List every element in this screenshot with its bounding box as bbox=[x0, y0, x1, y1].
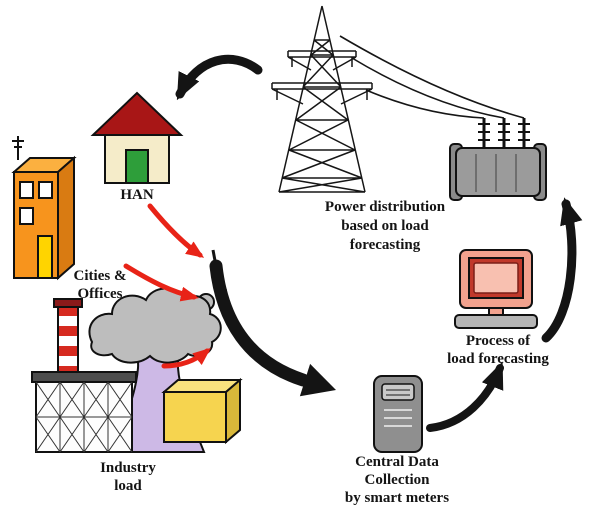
antenna-icon bbox=[12, 136, 24, 160]
factory-icon bbox=[31, 285, 243, 453]
arrow-tower-to-han bbox=[175, 54, 263, 101]
transmission-tower-icon bbox=[271, 5, 525, 193]
red-arrow-cities bbox=[123, 263, 199, 302]
cities-offices-line1: Cities & bbox=[74, 268, 127, 284]
arrow-loads-to-meter bbox=[209, 259, 336, 397]
office-building-icon bbox=[11, 136, 77, 281]
central-data-label: Central Data Collection by smart meters bbox=[345, 454, 449, 506]
transformer-body bbox=[455, 147, 541, 197]
crate-icon bbox=[161, 377, 243, 445]
smart-meter-icon bbox=[373, 375, 423, 453]
transformer-icon bbox=[449, 118, 547, 201]
house-icon bbox=[90, 91, 184, 184]
process-forecasting-label: Process of load forecasting bbox=[447, 333, 549, 367]
building-door bbox=[37, 235, 53, 279]
process-line1: Process of bbox=[466, 333, 531, 349]
cities-offices-label: Cities & Offices bbox=[74, 268, 127, 302]
power-distribution-line1: Power distribution bbox=[325, 199, 446, 215]
power-distribution-line2: based on load bbox=[341, 218, 429, 234]
han-label: HAN bbox=[120, 187, 154, 203]
industry-load-line1: Industry bbox=[100, 460, 156, 476]
cities-offices-line2: Offices bbox=[78, 286, 123, 302]
central-data-line1: Central Data bbox=[355, 454, 439, 470]
industry-load-line2: load bbox=[114, 478, 142, 494]
power-distribution-label: Power distribution based on load forecas… bbox=[325, 199, 446, 253]
power-distribution-line3: forecasting bbox=[350, 237, 421, 253]
central-data-line2: Collection bbox=[365, 472, 431, 488]
arrow-meter-to-computer bbox=[426, 361, 504, 432]
process-line2: load forecasting bbox=[447, 351, 549, 367]
house-roof bbox=[90, 91, 184, 136]
chimney-icon bbox=[53, 298, 83, 377]
red-arrow-industry bbox=[161, 347, 211, 369]
red-arrow-han bbox=[147, 203, 205, 258]
house-door bbox=[125, 149, 149, 184]
computer-icon bbox=[454, 249, 538, 329]
central-data-line3: by smart meters bbox=[345, 490, 449, 506]
smoke-cloud-icon bbox=[88, 285, 227, 364]
keyboard bbox=[454, 314, 538, 329]
industry-load-label: Industry load bbox=[100, 460, 156, 494]
arrow-computer-to-transformer bbox=[541, 197, 583, 343]
